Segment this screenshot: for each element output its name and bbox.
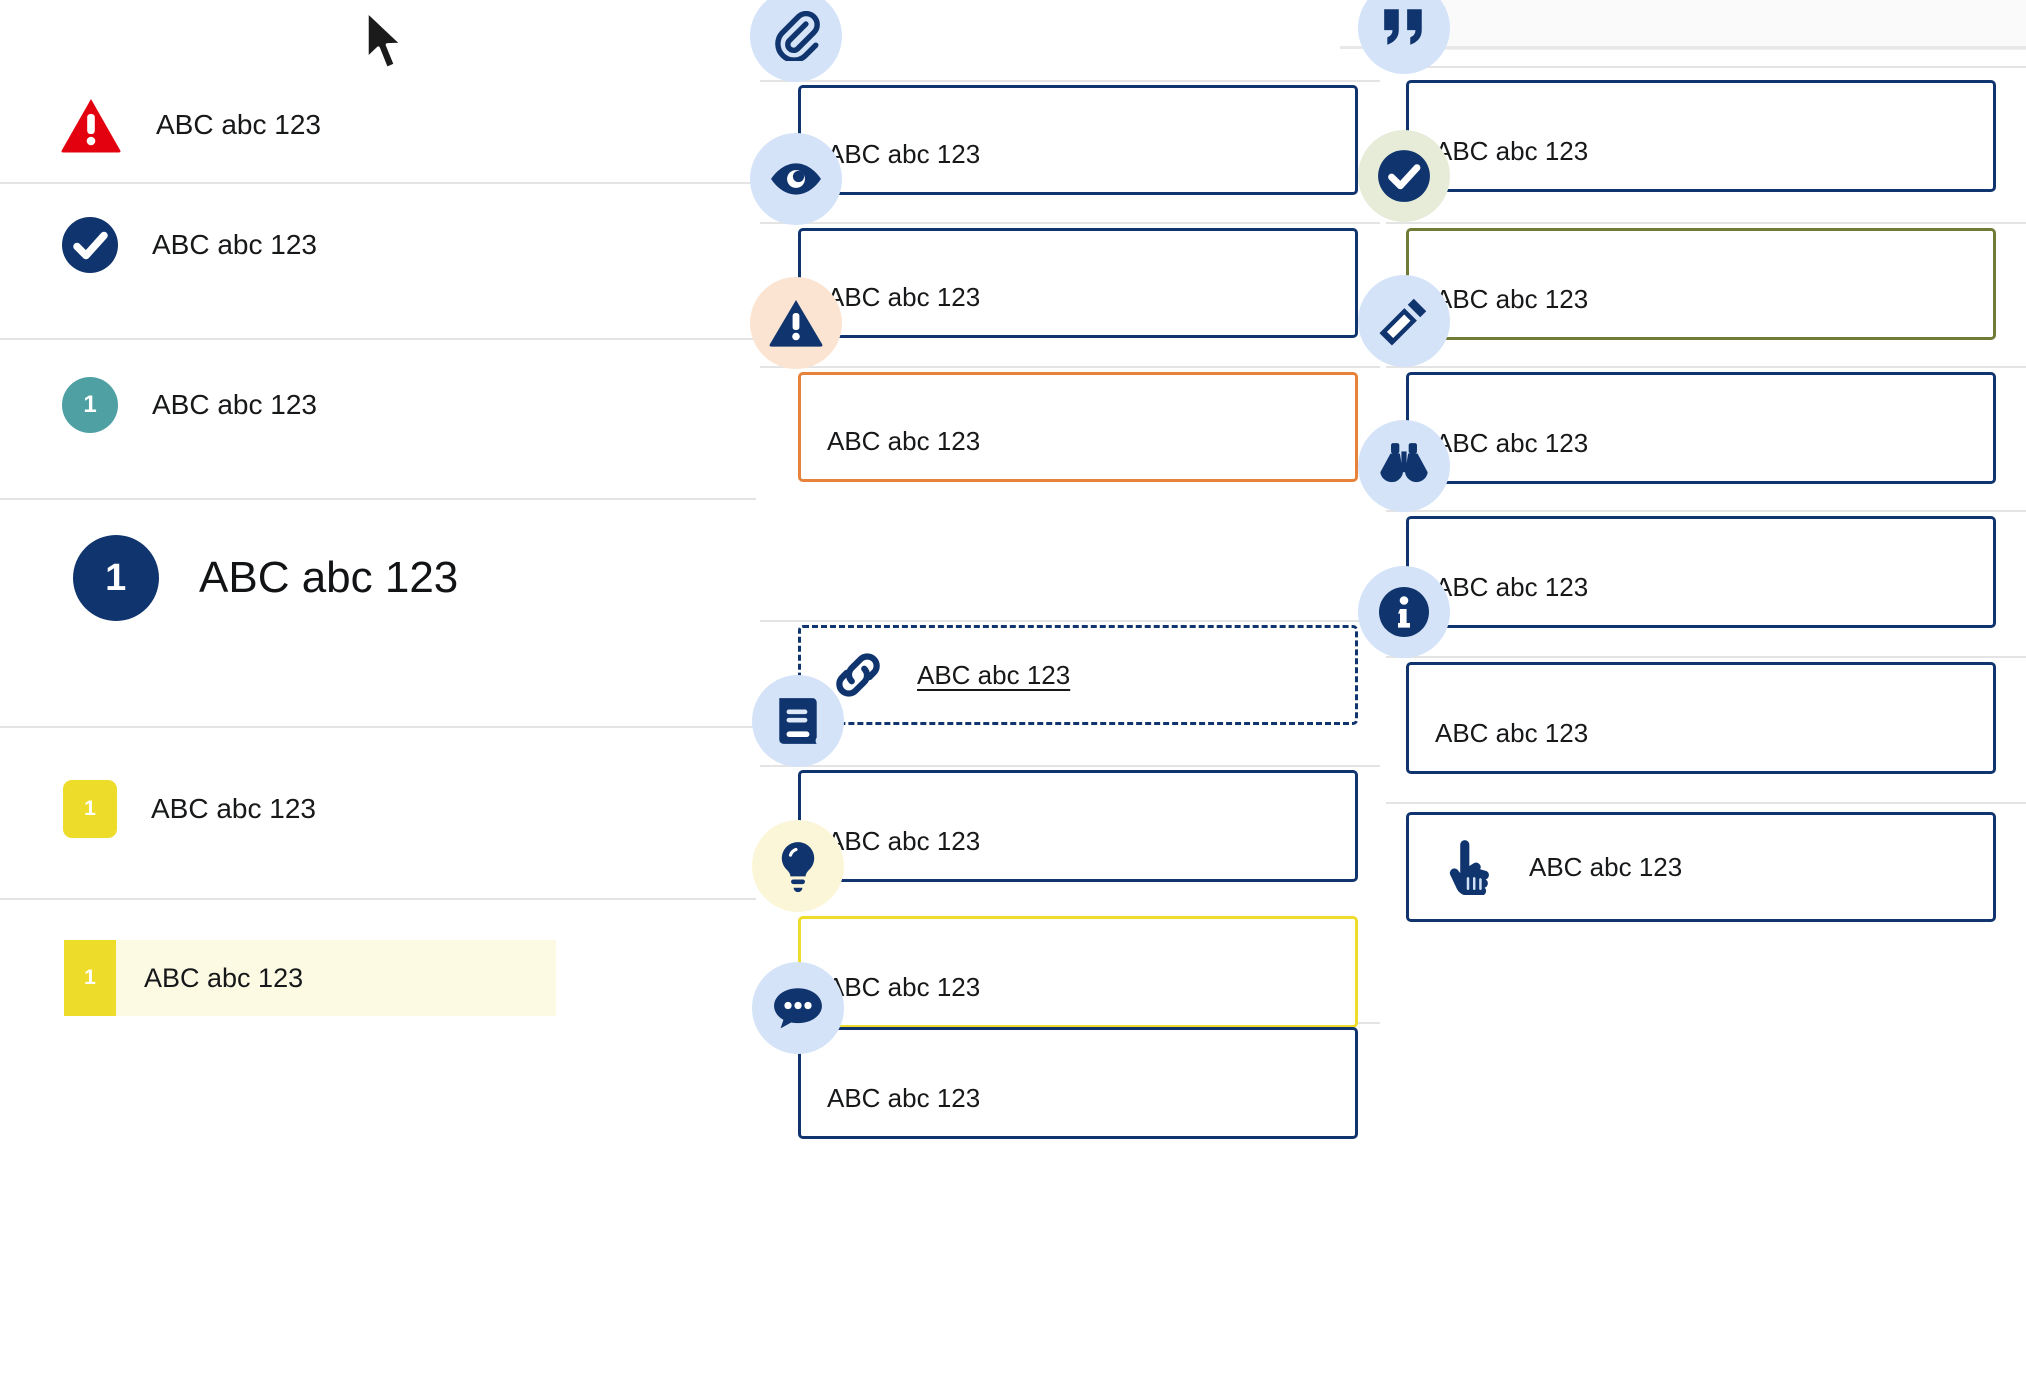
warning-triangle-icon [750, 277, 842, 369]
column-divider [760, 366, 1380, 368]
number-badge-icon: 1 [62, 377, 118, 433]
badge-number: 1 [84, 966, 96, 989]
sidebar-item-label: ABC abc 123 [156, 109, 321, 140]
card-comment[interactable]: ABC abc 123 [798, 1027, 1358, 1139]
card-label: ABC abc 123 [827, 426, 981, 456]
card-warning[interactable]: ABC abc 123 [798, 372, 1358, 482]
sidebar: ABC abc 123 ABC abc 123 1 ABC abc 123 1 … [0, 0, 756, 1392]
card-label: ABC abc 123 [827, 826, 981, 856]
warning-triangle-icon [60, 97, 122, 153]
sidebar-callout[interactable]: 1 ABC abc 123 [64, 940, 556, 1016]
pointing-hand-icon [1437, 836, 1499, 898]
number-badge-icon: 1 [63, 780, 117, 838]
column-divider [1386, 222, 2026, 224]
sidebar-item-label: ABC abc 123 [199, 553, 459, 602]
column-divider [1386, 510, 2026, 512]
card-label: ABC abc 123 [1529, 851, 1683, 882]
card-attachment[interactable]: ABC abc 123 [798, 85, 1358, 195]
paperclip-icon [750, 0, 842, 82]
card-label: ABC abc 123 [1435, 136, 1589, 166]
sidebar-item-step-large[interactable]: 1 ABC abc 123 [0, 516, 756, 640]
comment-dots-icon [752, 962, 844, 1054]
card-label: ABC abc 123 [1435, 572, 1589, 602]
column-divider [760, 222, 1380, 224]
sidebar-divider [0, 498, 756, 500]
card-label: ABC abc 123 [827, 1083, 981, 1113]
number-badge-icon: 1 [73, 535, 159, 621]
card-tip[interactable]: ABC abc 123 [798, 916, 1358, 1028]
sidebar-divider [0, 182, 756, 184]
middle-column: ABC abc 123 ABC abc 123 ABC abc 123 [750, 0, 1380, 1392]
lightbulb-icon [752, 820, 844, 912]
column-divider [1386, 656, 2026, 658]
sidebar-item-label: ABC abc 123 [151, 793, 316, 824]
pencil-icon [1358, 275, 1450, 367]
binoculars-icon [1358, 420, 1450, 512]
card-label: ABC abc 123 [1435, 718, 1589, 748]
book-icon [752, 675, 844, 767]
column-divider [760, 765, 1380, 767]
check-circle-icon [1358, 130, 1450, 222]
sidebar-item-check[interactable]: ABC abc 123 [0, 200, 756, 290]
card-label: ABC abc 123 [827, 972, 981, 1002]
right-column: ABC abc 123 ABC abc 123 ABC abc 123 [1358, 0, 2026, 1392]
sidebar-divider [0, 726, 756, 728]
top-panel-edge [1340, 46, 2026, 49]
column-divider [1386, 66, 2026, 68]
sidebar-divider [0, 898, 756, 900]
column-divider [1386, 366, 2026, 368]
info-circle-icon [1358, 566, 1450, 658]
column-divider [760, 620, 1380, 622]
card-label: ABC abc 123 [1435, 428, 1589, 458]
link-icon [829, 646, 887, 704]
sidebar-callout-label: ABC abc 123 [144, 962, 304, 993]
top-panel [1386, 0, 2026, 50]
card-label: ABC abc 123 [827, 282, 981, 312]
card-edit[interactable]: ABC abc 123 [1406, 372, 1996, 484]
quote-marks-icon [1358, 0, 1450, 74]
column-divider [1386, 802, 2026, 804]
badge-number: 1 [84, 797, 96, 820]
card-link-label[interactable]: ABC abc 123 [917, 659, 1071, 690]
eye-icon [750, 133, 842, 225]
card-label: ABC abc 123 [827, 139, 981, 169]
sidebar-item-step-teal[interactable]: 1 ABC abc 123 [0, 360, 756, 450]
card-observe[interactable]: ABC abc 123 [1406, 516, 1996, 628]
sidebar-item-label: ABC abc 123 [152, 229, 317, 260]
card-glossary[interactable]: ABC abc 123 [798, 770, 1358, 882]
number-badge-icon: 1 [64, 940, 116, 1016]
card-interaction[interactable]: ABC abc 123 [1406, 812, 1996, 922]
sidebar-divider [0, 338, 756, 340]
card-visibility[interactable]: ABC abc 123 [798, 228, 1358, 338]
sidebar-item-label: ABC abc 123 [152, 389, 317, 420]
card-quote[interactable]: ABC abc 123 [1406, 80, 1996, 192]
card-success[interactable]: ABC abc 123 [1406, 228, 1996, 340]
badge-number: 1 [83, 391, 97, 418]
sidebar-item-step-yellow[interactable]: 1 ABC abc 123 [0, 764, 756, 854]
card-info[interactable]: ABC abc 123 [1406, 662, 1996, 774]
column-divider [760, 80, 1380, 82]
sidebar-item-warning[interactable]: ABC abc 123 [0, 80, 756, 170]
badge-number: 1 [105, 556, 127, 599]
check-circle-icon [62, 217, 118, 273]
card-label: ABC abc 123 [1435, 284, 1589, 314]
card-link[interactable]: ABC abc 123 [798, 625, 1358, 725]
